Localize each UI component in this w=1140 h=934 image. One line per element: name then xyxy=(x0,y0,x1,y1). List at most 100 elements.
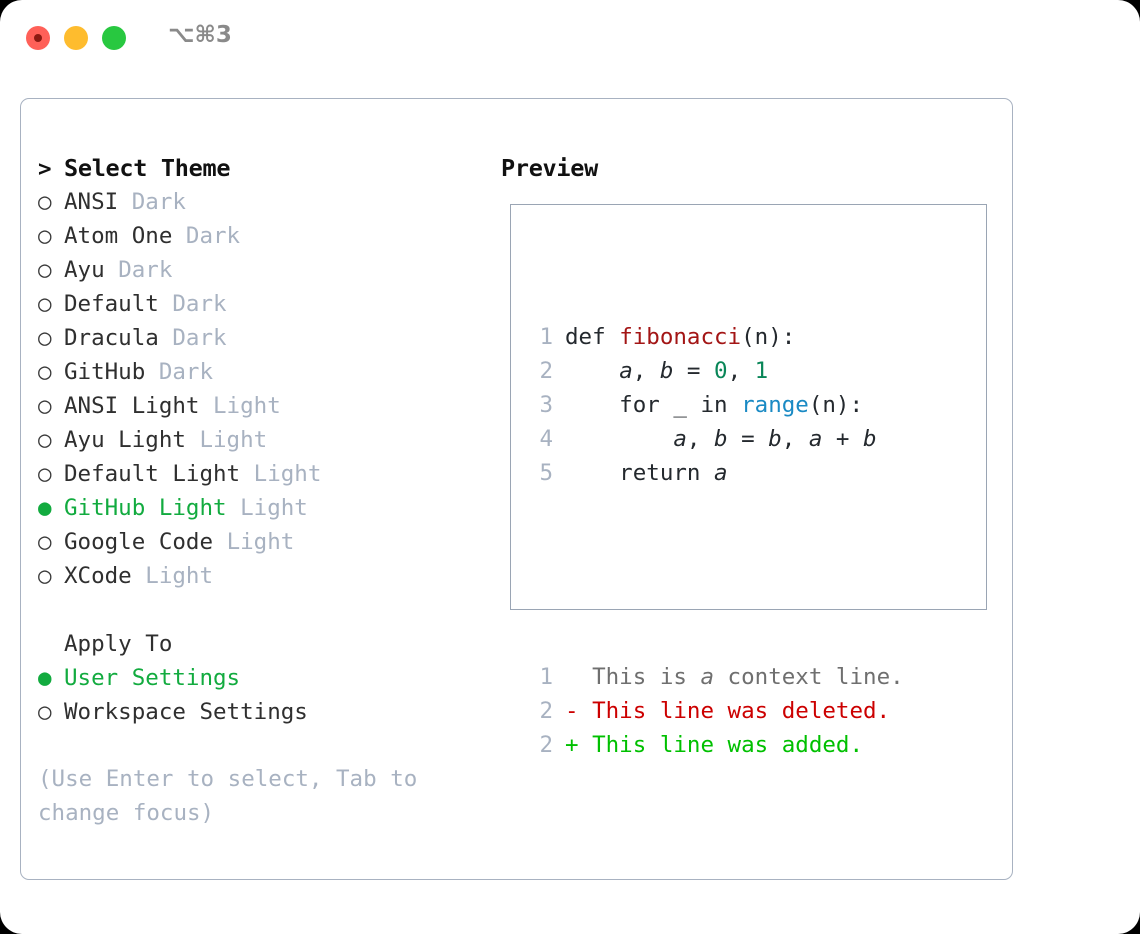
theme-item[interactable]: ○ XCode Light xyxy=(38,559,498,593)
radio-unselected-icon[interactable]: ○ xyxy=(38,461,52,487)
diff-line: 2 + This line was added. xyxy=(525,728,904,762)
radio-unselected-icon[interactable]: ○ xyxy=(38,393,52,419)
code-token: b xyxy=(714,426,728,452)
theme-item-gap xyxy=(213,525,227,559)
code-token: , xyxy=(632,358,660,384)
theme-item[interactable]: ○Ayu Light Light xyxy=(38,423,498,457)
window-controls xyxy=(26,26,126,50)
code-token: = xyxy=(727,426,769,452)
select-theme-header: > Select Theme xyxy=(38,151,498,185)
theme-item[interactable]: ●GitHub Light Light xyxy=(38,491,498,525)
radio-selected-icon[interactable]: ● xyxy=(38,665,52,691)
line-content: def fibonacci(n): xyxy=(565,320,795,354)
code-token: b xyxy=(768,426,782,452)
code-token: fibonacci xyxy=(619,324,742,350)
radio-unselected-icon[interactable]: ○ xyxy=(38,189,52,215)
theme-item[interactable]: ○Dracula Dark xyxy=(38,321,498,355)
theme-item-name: ANSI xyxy=(64,189,119,215)
theme-item-name: Ayu xyxy=(64,257,105,283)
radio-unselected-icon[interactable]: ○ xyxy=(38,291,52,317)
theme-item-tag: Dark xyxy=(158,359,214,385)
code-diff-spacer xyxy=(525,558,904,592)
apply-to-header-label: Apply To xyxy=(64,631,173,657)
preview-title: Preview xyxy=(501,154,598,182)
code-token: b xyxy=(659,358,674,384)
line-content: + This line was added. xyxy=(565,728,863,762)
radio-selected-icon[interactable]: ● xyxy=(38,495,52,521)
line-content: return a xyxy=(565,456,728,490)
theme-item-name: GitHub Light xyxy=(64,495,227,521)
theme-list: ○ANSI Dark○Atom One Dark○Ayu Dark○Defaul… xyxy=(38,185,498,593)
radio-unselected-icon[interactable]: ○ xyxy=(38,359,52,385)
radio-unselected-icon[interactable]: ○ xyxy=(38,699,52,725)
theme-item-gap xyxy=(172,219,186,253)
line-number: 2 xyxy=(539,698,553,724)
diff-line: 1 This is a context line. xyxy=(525,660,904,694)
diff-line: 2 - This line was deleted. xyxy=(525,694,904,728)
radio-unselected-icon[interactable]: ○ xyxy=(38,257,52,283)
theme-item-gap xyxy=(199,389,213,423)
radio-unselected-icon[interactable]: ○ xyxy=(38,563,52,589)
theme-item[interactable]: ○Default Light Light xyxy=(38,457,498,491)
line-content: a, b = 0, 1 xyxy=(565,354,768,388)
code-token: - This line was deleted. xyxy=(565,698,891,724)
diff-block: 1 This is a context line. 2 - This line wa… xyxy=(525,660,904,762)
keyboard-hint-line2: change focus) xyxy=(38,800,215,826)
theme-item-name: Atom One xyxy=(64,223,173,249)
theme-item-tag: Dark xyxy=(172,291,227,317)
code-token: a xyxy=(714,460,728,486)
theme-item[interactable]: ○Default Dark xyxy=(38,287,498,321)
keyboard-hint-line1: (Use Enter to select, Tab to xyxy=(38,766,418,792)
theme-item-name: Default Light xyxy=(64,461,241,487)
radio-unselected-icon[interactable]: ○ xyxy=(38,223,52,249)
code-line: 3 for _ in range(n): xyxy=(525,388,904,422)
code-token: a xyxy=(619,358,633,384)
keyboard-shortcut-label: ⌥⌘3 xyxy=(168,22,232,48)
line-number: 3 xyxy=(539,392,553,418)
code-token: return xyxy=(565,460,715,486)
line-number: 2 xyxy=(539,732,553,758)
apply-to-option-label: User Settings xyxy=(64,665,241,691)
code-token: context line. xyxy=(714,664,904,690)
code-token xyxy=(565,358,619,384)
code-token: a xyxy=(673,426,687,452)
theme-picker-column: > Select Theme ○ANSI Dark○Atom One Dark○… xyxy=(38,151,498,729)
theme-item-gap xyxy=(132,559,146,593)
radio-unselected-icon[interactable]: ○ xyxy=(38,325,52,351)
theme-item[interactable]: ○ ANSI Dark xyxy=(38,185,498,219)
radio-unselected-icon[interactable]: ○ xyxy=(38,529,52,555)
line-content: for _ in range(n): xyxy=(565,388,863,422)
theme-item-name: ANSI Light xyxy=(64,393,200,419)
maximize-button[interactable] xyxy=(102,26,126,50)
minimize-button[interactable] xyxy=(64,26,88,50)
theme-item[interactable]: ○Google Code Light xyxy=(38,525,498,559)
keyboard-hint: (Use Enter to select, Tab to change focu… xyxy=(38,762,448,830)
apply-to-option-label: Workspace Settings xyxy=(64,699,308,725)
code-token: = xyxy=(673,358,715,384)
theme-item[interactable]: ○ANSI Light Light xyxy=(38,389,498,423)
close-button[interactable] xyxy=(26,26,50,50)
radio-unselected-icon[interactable]: ○ xyxy=(38,427,52,453)
theme-item-tag: Dark xyxy=(131,189,186,215)
main-panel: > Select Theme ○ANSI Dark○Atom One Dark○… xyxy=(20,98,1013,880)
code-token: This is xyxy=(565,664,701,690)
code-token: + xyxy=(822,426,864,452)
theme-item-gap xyxy=(227,491,241,525)
theme-item-name: XCode xyxy=(64,563,132,589)
prompt-caret-icon: > xyxy=(38,156,52,182)
code-line: 4 a, b = b, a + b xyxy=(525,422,904,456)
theme-item[interactable]: ○Atom One Dark xyxy=(38,219,498,253)
theme-item-tag: Light xyxy=(145,563,214,589)
title-bar: ⌥⌘3 xyxy=(0,0,1140,78)
code-token: , xyxy=(686,426,715,452)
code-token xyxy=(565,426,673,452)
line-content: a, b = b, a + b xyxy=(565,422,876,456)
theme-item[interactable]: ○Ayu Dark xyxy=(38,253,498,287)
apply-to-option[interactable]: ● User Settings xyxy=(38,661,498,695)
apply-to-header: Apply To xyxy=(38,627,498,661)
apply-to-option[interactable]: ○ Workspace Settings xyxy=(38,695,498,729)
theme-item[interactable]: ○GitHub Dark xyxy=(38,355,498,389)
